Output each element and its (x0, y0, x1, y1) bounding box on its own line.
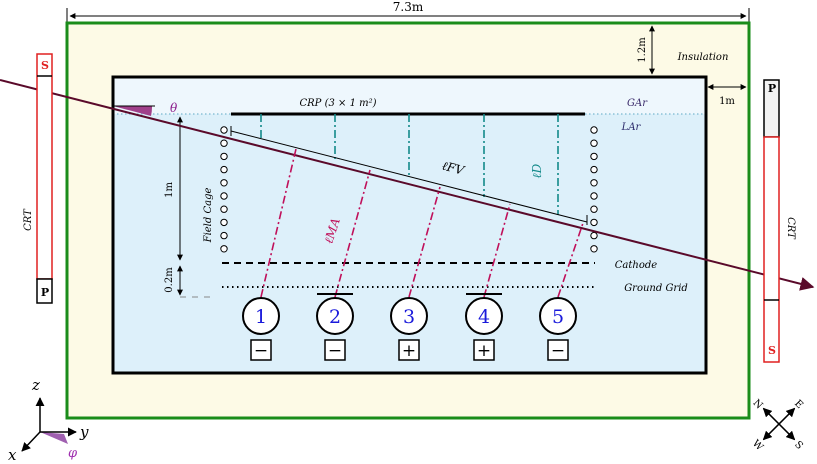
field-cage-ring (590, 152, 598, 161)
theta-angle (113, 106, 153, 116)
pmt-sign-box (398, 339, 420, 361)
field-cage-ring (590, 165, 598, 174)
compass-w-label: W (750, 438, 766, 454)
pmt-3: 3+ (390, 297, 428, 361)
gar-region (113, 77, 706, 114)
phi-label: φ (68, 446, 78, 461)
field-cage-ring (590, 179, 598, 187)
field-cage-ring (220, 218, 228, 227)
muon-track (0, 79, 815, 291)
pmt-1: 1− (242, 297, 280, 361)
pmt-array: 1−2−3+4+5− (242, 293, 577, 361)
theta-label: θ (170, 101, 178, 115)
pmt-circle (539, 297, 577, 335)
grid-gap-label: 0.2m (164, 267, 175, 293)
pmt-number: 4 (478, 306, 490, 328)
side-gap-label: 1m (719, 96, 735, 107)
y-axis-label: y (79, 423, 89, 441)
pmt-sign: − (551, 341, 565, 361)
ld-label: ℓD (530, 163, 544, 178)
ground-grid-label: Ground Grid (624, 283, 688, 294)
insulation-label: Insulation (677, 52, 729, 63)
gar-label: GAr (627, 98, 648, 109)
pmt-sign-box (324, 339, 346, 361)
pmt-4: 4+ (465, 293, 503, 361)
crt-left-top-label: S (41, 59, 49, 72)
field-cage-ring (220, 126, 228, 134)
field-cage-ring (220, 152, 228, 161)
total-width-label: 7.3m (393, 0, 424, 14)
pmt-sign: + (477, 341, 491, 361)
field-cage-left (220, 126, 228, 253)
insulation-thickness-label: 1.2m (637, 37, 648, 63)
crt-right: P S CRT (763, 79, 796, 363)
pmt-circle (316, 297, 354, 335)
pmt-sign-box (250, 339, 272, 361)
lfv-label: ℓFV (441, 159, 467, 178)
pmt-sign: − (328, 341, 342, 361)
cryostat-wall (111, 75, 708, 375)
compass-n-label: N (750, 398, 764, 412)
pmt-circle (242, 297, 280, 335)
pmt-number: 5 (552, 306, 564, 328)
cathode-label: Cathode (615, 260, 657, 271)
drift-lines (260, 114, 559, 215)
field-cage-ring (590, 231, 598, 240)
crt-left-bottom-label: P (41, 286, 49, 299)
field-cage-ring (220, 231, 228, 240)
pmt-circle (390, 297, 428, 335)
field-cage-ring (220, 205, 228, 213)
field-cage-ring (220, 139, 228, 147)
field-cage-right (590, 126, 598, 253)
lar-label: LAr (621, 122, 642, 133)
field-cage-ring (590, 218, 598, 227)
x-axis-label: x (8, 446, 17, 464)
field-cage-ring (220, 245, 228, 253)
crt-left-label: CRT (23, 208, 34, 231)
field-cage-ring (220, 179, 228, 187)
total-width-dimension: 7.3m (66, 0, 750, 22)
drift-dimension: 1m 0.2m (164, 116, 214, 298)
field-cage-ring (220, 192, 228, 200)
field-cage-ring (590, 192, 598, 200)
crt-right-label: CRT (785, 217, 796, 240)
field-cage-ring (590, 126, 598, 134)
field-cage-label: Field Cage (203, 188, 214, 244)
insulation-thickness-dimension: 1.2m Insulation (637, 25, 729, 75)
pmt-circle (465, 297, 503, 335)
field-cage-ring (590, 139, 598, 147)
pmt-number: 3 (403, 306, 415, 328)
drift-length-label: 1m (164, 182, 175, 198)
crt-left: S P CRT (23, 53, 53, 304)
compass-s-label: S (792, 439, 805, 452)
pmt-5: 5− (539, 297, 577, 361)
pmt-sign-box (547, 339, 569, 361)
pmt-number: 1 (255, 306, 267, 328)
crt-right-bottom-label: S (768, 344, 776, 357)
field-cage-ring (220, 165, 228, 174)
pmt-sign: + (402, 341, 416, 361)
crt-right-top-label: P (768, 82, 776, 95)
coordinate-axes: z y x φ (8, 376, 89, 464)
ma-lines (260, 148, 584, 298)
lfv-bracket: ℓFV (230, 126, 588, 225)
pmt-number: 2 (329, 306, 341, 328)
field-cage-ring (590, 205, 598, 213)
z-axis-label: z (31, 376, 40, 394)
pmt-sign-box (473, 339, 495, 361)
pmt-2: 2− (316, 293, 354, 361)
side-gap-dimension: 1m (707, 84, 747, 107)
pmt-sign: − (254, 341, 268, 361)
crp-label: CRP (3 × 1 m²) (299, 98, 376, 109)
field-cage-ring (590, 245, 598, 253)
phi-angle (40, 432, 68, 444)
